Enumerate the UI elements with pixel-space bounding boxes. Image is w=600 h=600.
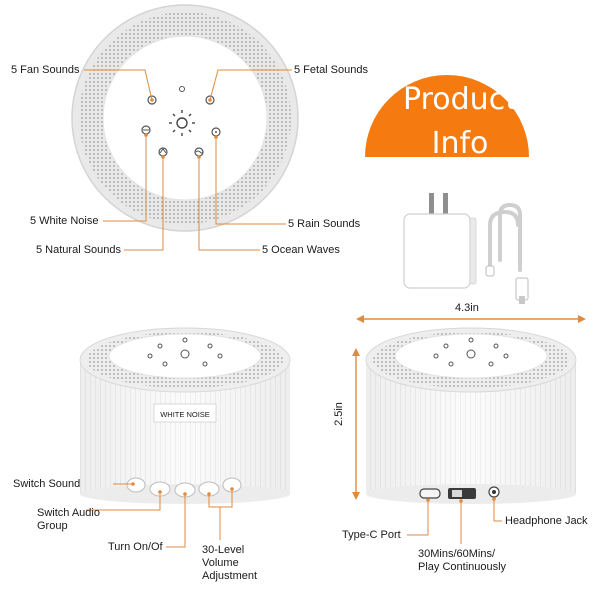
product-info-heading: Product Info xyxy=(378,78,542,166)
bottom-left-leader-lines xyxy=(86,482,234,548)
label-timer-line1: 30Mins/60Mins/ xyxy=(418,548,496,560)
label-turn-on-off: Turn On/Of xyxy=(108,541,163,553)
label-switch-audio-group: Switch Audio Group xyxy=(37,507,107,533)
switch-sound-button[interactable] xyxy=(126,477,146,493)
label-type-c-port: Type-C Port xyxy=(342,529,401,541)
label-fetal-sounds: 5 Fetal Sounds xyxy=(294,64,368,76)
usb-cable xyxy=(488,202,522,272)
top-leader-lines xyxy=(84,69,292,251)
power-adapter xyxy=(403,193,477,289)
white-noise-tag xyxy=(153,403,217,423)
label-timer-line2: Play Continuously xyxy=(418,561,507,573)
height-dimension-label: 2.5in xyxy=(332,402,345,426)
power-indicator-icon xyxy=(179,86,185,92)
label-volume-line3: Adjustment xyxy=(202,570,258,582)
front-buttons xyxy=(126,477,242,498)
product-info-badge xyxy=(364,74,530,157)
label-ocean-waves: 5 Ocean Waves xyxy=(262,244,340,256)
promo-line-1: Product xyxy=(403,82,517,117)
white-noise-tag-text: WHITE NOISE xyxy=(160,410,210,419)
promo-line-2: Info xyxy=(431,126,489,161)
label-volume-line2: Volume xyxy=(202,557,239,569)
type-c-port[interactable] xyxy=(419,488,441,499)
label-switch-sound: Switch Sound xyxy=(13,478,81,490)
front-view-device xyxy=(79,327,291,504)
label-timer: 30Mins/60Mins/ Play Continuously xyxy=(418,548,518,574)
label-switch-audio-group-line1: Switch Audio xyxy=(37,507,100,519)
label-natural-sounds: 5 Natural Sounds xyxy=(36,244,121,256)
sun-light-icon[interactable] xyxy=(169,110,195,136)
height-dimension-arrow xyxy=(352,348,360,500)
label-volume-adjustment: 30-Level Volume Adjustment xyxy=(202,544,282,583)
label-fan-sounds: 5 Fan Sounds xyxy=(11,64,80,76)
label-white-noise: 5 White Noise xyxy=(30,215,99,227)
bottom-right-leader-lines xyxy=(407,497,502,544)
back-view-device xyxy=(365,327,577,504)
label-headphone-jack: Headphone Jack xyxy=(505,515,588,527)
width-dimension-label: 4.3in xyxy=(455,302,479,314)
label-switch-audio-group-line2: Group xyxy=(37,520,68,532)
width-dimension-arrow xyxy=(356,315,586,323)
top-view-device xyxy=(71,4,299,232)
label-rain-sounds: 5 Rain Sounds xyxy=(288,218,361,230)
label-volume-line1: 30-Level xyxy=(202,544,245,556)
